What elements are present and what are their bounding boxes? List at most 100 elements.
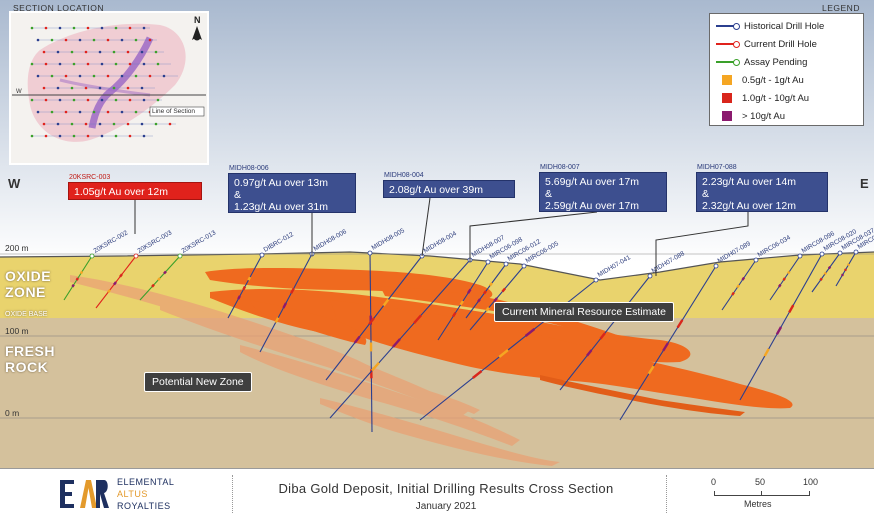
map-drill-collar: [45, 99, 48, 102]
map-drill-collar: [135, 111, 138, 114]
map-drill-collar: [101, 27, 104, 30]
scale-bar-mid-tick: [761, 491, 762, 496]
map-drill-collar: [157, 99, 160, 102]
map-drill-collar: [57, 51, 60, 54]
map-drill-collar: [93, 39, 96, 42]
map-drill-collar: [127, 123, 130, 126]
drill-collar: [178, 254, 182, 258]
company-name-line3: ROYALTIES: [117, 501, 171, 511]
assay-intercept: [484, 291, 486, 294]
assay-intercept: [120, 274, 122, 277]
drill-collar: [134, 254, 138, 258]
north-label: N: [194, 15, 201, 25]
assay-intercept: [845, 269, 846, 271]
drill-collar: [820, 252, 824, 256]
callout-amp: &: [545, 188, 661, 200]
map-drill-collar: [115, 27, 118, 30]
map-drill-collar: [93, 111, 96, 114]
fresh-rock-line1: FRESH: [5, 343, 55, 359]
map-drill-collar: [37, 111, 40, 114]
west-label: W: [8, 176, 20, 191]
map-drill-collar: [163, 75, 166, 78]
map-drill-collar: [101, 63, 104, 66]
map-drill-collar: [87, 99, 90, 102]
map-drill-collar: [143, 27, 146, 30]
fresh-rock-label: FRESH ROCK: [5, 343, 55, 375]
map-drill-collar: [93, 75, 96, 78]
company-name-line1: ELEMENTAL: [117, 477, 174, 487]
map-drill-collar: [45, 63, 48, 66]
map-drill-collar: [115, 99, 118, 102]
assay-intercept: [243, 287, 245, 290]
assay-intercept: [72, 285, 73, 287]
map-drill-collar: [141, 123, 144, 126]
drill-collar: [504, 262, 508, 266]
drill-collar: [798, 254, 802, 258]
map-drill-collar: [121, 39, 124, 42]
oxide-zone-line2: ZONE: [5, 284, 51, 300]
scale-bar: [714, 491, 810, 496]
map-drill-collar: [99, 87, 102, 90]
map-drill-collar: [99, 123, 102, 126]
assay-intercept: [737, 285, 739, 288]
map-drill-collar: [121, 75, 124, 78]
map-drill-collar: [113, 123, 116, 126]
map-drill-collar: [65, 111, 68, 114]
drill-collar: [714, 264, 718, 268]
drill-collar: [754, 258, 758, 262]
map-drill-collar: [143, 63, 146, 66]
fresh-rock-line2: ROCK: [5, 359, 55, 375]
callout-midh07-088: MIDH07-088 2.23g/t Au over 14m & 2.32g/t…: [696, 172, 828, 212]
drill-collar: [260, 253, 264, 257]
assay-intercept: [490, 283, 492, 286]
oxide-zone-line1: OXIDE: [5, 268, 51, 284]
assay-intercept: [829, 267, 830, 269]
map-drill-collar: [87, 63, 90, 66]
current-line-icon: [716, 43, 738, 45]
map-drill-collar: [31, 63, 34, 66]
north-arrow-icon: [191, 26, 203, 42]
callout-midh08-007: MIDH08-007 5.69g/t Au over 17m & 2.59g/t…: [539, 172, 667, 212]
map-drill-collar: [87, 27, 90, 30]
callout-line2: 1.23g/t Au over 31m: [234, 201, 350, 213]
oxide-base-label: OXIDE BASE: [5, 311, 47, 318]
map-drill-collar: [157, 63, 160, 66]
assay-intercept: [238, 296, 240, 299]
map-drill-collar: [37, 39, 40, 42]
legend-box: Historical Drill Hole Current Drill Hole…: [709, 13, 864, 126]
pending-line-icon: [716, 61, 738, 63]
map-drill-collar: [31, 27, 34, 30]
assay-intercept: [732, 293, 734, 296]
map-drill-collar: [71, 51, 74, 54]
map-drill-collar: [73, 135, 76, 138]
map-drill-collar: [31, 99, 34, 102]
legend-label: 1.0g/t - 10g/t Au: [742, 93, 809, 104]
callout-line1: 2.23g/t Au over 14m: [702, 176, 822, 188]
legend-title: LEGEND: [822, 3, 860, 13]
map-drill-collar: [101, 99, 104, 102]
legend-item-historical: Historical Drill Hole: [716, 19, 824, 33]
callout-hole-id: MIDH08-007: [540, 162, 580, 174]
assay-intercept: [108, 290, 110, 293]
drill-collar: [90, 254, 94, 258]
drill-collar: [594, 278, 598, 282]
assay-intercept: [784, 278, 786, 280]
legend-label: > 10g/t Au: [742, 111, 785, 122]
drill-collar: [648, 274, 652, 278]
legend-label: 0.5g/t - 1g/t Au: [742, 75, 804, 86]
map-drill-collar: [135, 75, 138, 78]
map-drill-collar: [59, 27, 62, 30]
map-drill-collar: [43, 87, 46, 90]
map-drill-collar: [141, 51, 144, 54]
map-drill-collar: [107, 75, 110, 78]
callout-line2: 2.59g/t Au over 17m: [545, 200, 661, 212]
legend-item-pending: Assay Pending: [716, 55, 807, 69]
legend-item-current: Current Drill Hole: [716, 37, 817, 51]
legend-item-low-grade: 0.5g/t - 1g/t Au: [716, 73, 804, 87]
drill-collar: [838, 251, 842, 255]
footer: ELEMENTAL ALTUS ROYALTIES Diba Gold Depo…: [0, 468, 874, 518]
map-drill-collar: [135, 39, 138, 42]
low-grade-swatch-icon: [722, 75, 732, 85]
legend-item-mid-grade: 1.0g/t - 10g/t Au: [716, 91, 809, 105]
assay-intercept: [848, 264, 849, 266]
